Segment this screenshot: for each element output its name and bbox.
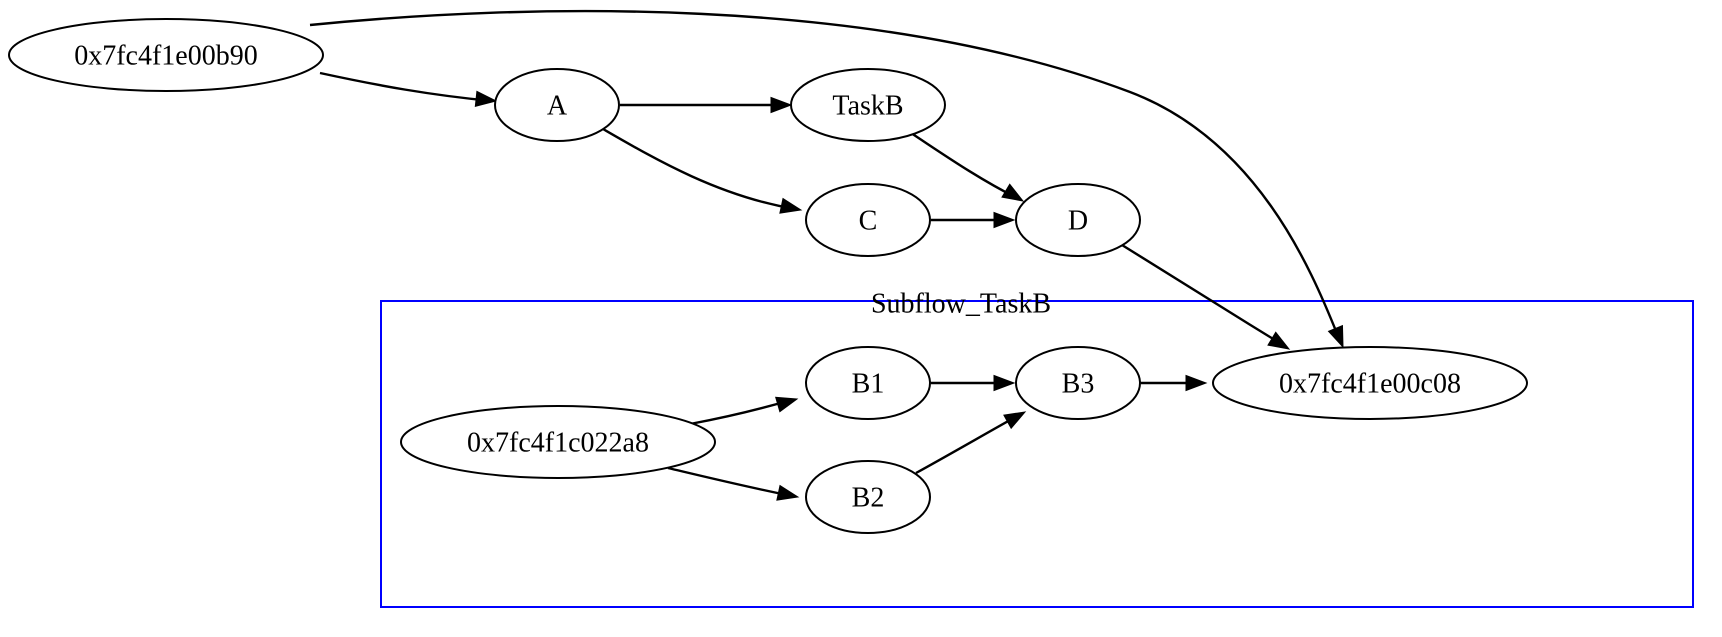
node-n_a[interactable]: A bbox=[494, 68, 620, 142]
edge-line bbox=[910, 131, 1018, 200]
edge-e_a_c bbox=[602, 127, 803, 214]
node-label: 0x7fc4f1e00c08 bbox=[1279, 369, 1461, 400]
node-ellipse[interactable] bbox=[400, 405, 716, 479]
edge-line bbox=[319, 71, 493, 103]
node-ellipse[interactable] bbox=[805, 183, 931, 257]
node-ellipse[interactable] bbox=[790, 68, 946, 142]
node-label: B2 bbox=[852, 483, 885, 514]
node-label: 0x7fc4f1e00b90 bbox=[74, 41, 258, 72]
arrow-head-icon bbox=[993, 374, 1016, 392]
edge-e_taskb_d bbox=[910, 131, 1025, 202]
arrow-head-icon bbox=[775, 396, 799, 413]
arrow-head-icon bbox=[770, 96, 793, 114]
edge-e_entry_exit bbox=[309, 9, 1344, 349]
edge-line bbox=[309, 9, 1340, 337]
node-ellipse[interactable] bbox=[1015, 183, 1141, 257]
edge-e_sub_b1 bbox=[689, 396, 799, 426]
arrow-head-icon bbox=[1001, 183, 1025, 202]
arrow-head-icon bbox=[1267, 331, 1291, 350]
arrow-head-icon bbox=[1327, 324, 1344, 349]
edge-e_c_d bbox=[931, 211, 1016, 229]
edge-line bbox=[667, 466, 793, 498]
node-n_b1[interactable]: B1 bbox=[805, 346, 931, 420]
arrow-head-icon bbox=[1003, 411, 1027, 430]
arrow-head-icon bbox=[1185, 374, 1208, 392]
node-label: 0x7fc4f1c022a8 bbox=[467, 428, 649, 459]
node-n_taskb[interactable]: TaskB bbox=[790, 68, 946, 142]
edge-e_d_exit bbox=[1121, 243, 1291, 350]
node-label: A bbox=[547, 91, 568, 122]
edge-e_a_taskb bbox=[620, 96, 793, 114]
edge-line bbox=[602, 127, 796, 211]
node-label: TaskB bbox=[832, 91, 903, 122]
edge-e_b3_exit bbox=[1141, 374, 1208, 392]
edge-e_b2_b3 bbox=[915, 411, 1027, 475]
edge-e_sub_b2 bbox=[667, 466, 800, 501]
node-label: C bbox=[859, 206, 878, 237]
cluster-labels-layer: Subflow_TaskB bbox=[871, 289, 1051, 320]
node-n_d[interactable]: D bbox=[1015, 183, 1141, 257]
node-label: D bbox=[1068, 206, 1088, 237]
cluster-label: Subflow_TaskB bbox=[871, 289, 1051, 320]
clusters-layer bbox=[380, 300, 1694, 608]
edge-e_entry_a bbox=[319, 71, 498, 108]
arrow-head-icon bbox=[993, 211, 1016, 229]
node-ellipse[interactable] bbox=[805, 460, 931, 534]
node-ellipse[interactable] bbox=[1212, 346, 1528, 420]
node-ellipse[interactable] bbox=[805, 346, 931, 420]
edge-line bbox=[689, 398, 792, 426]
arrow-head-icon bbox=[779, 197, 803, 214]
node-n_c[interactable]: C bbox=[805, 183, 931, 257]
node-n_exit[interactable]: 0x7fc4f1e00c08 bbox=[1212, 346, 1528, 420]
node-n_entry[interactable]: 0x7fc4f1e00b90 bbox=[8, 18, 324, 92]
edge-line bbox=[1121, 243, 1284, 347]
node-ellipse[interactable] bbox=[494, 68, 620, 142]
node-ellipse[interactable] bbox=[8, 18, 324, 92]
node-ellipse[interactable] bbox=[1015, 346, 1141, 420]
edge-e_b1_b3 bbox=[931, 374, 1016, 392]
node-n_b3[interactable]: B3 bbox=[1015, 346, 1141, 420]
node-n_sub_entry[interactable]: 0x7fc4f1c022a8 bbox=[400, 405, 716, 479]
node-n_b2[interactable]: B2 bbox=[805, 460, 931, 534]
arrow-head-icon bbox=[776, 484, 800, 501]
node-label: B3 bbox=[1062, 369, 1095, 400]
edges-layer bbox=[309, 9, 1344, 501]
node-label: B1 bbox=[852, 369, 885, 400]
arrow-head-icon bbox=[474, 90, 498, 108]
cluster-box-cluster_subflow bbox=[380, 300, 1694, 608]
edge-line bbox=[915, 413, 1020, 475]
